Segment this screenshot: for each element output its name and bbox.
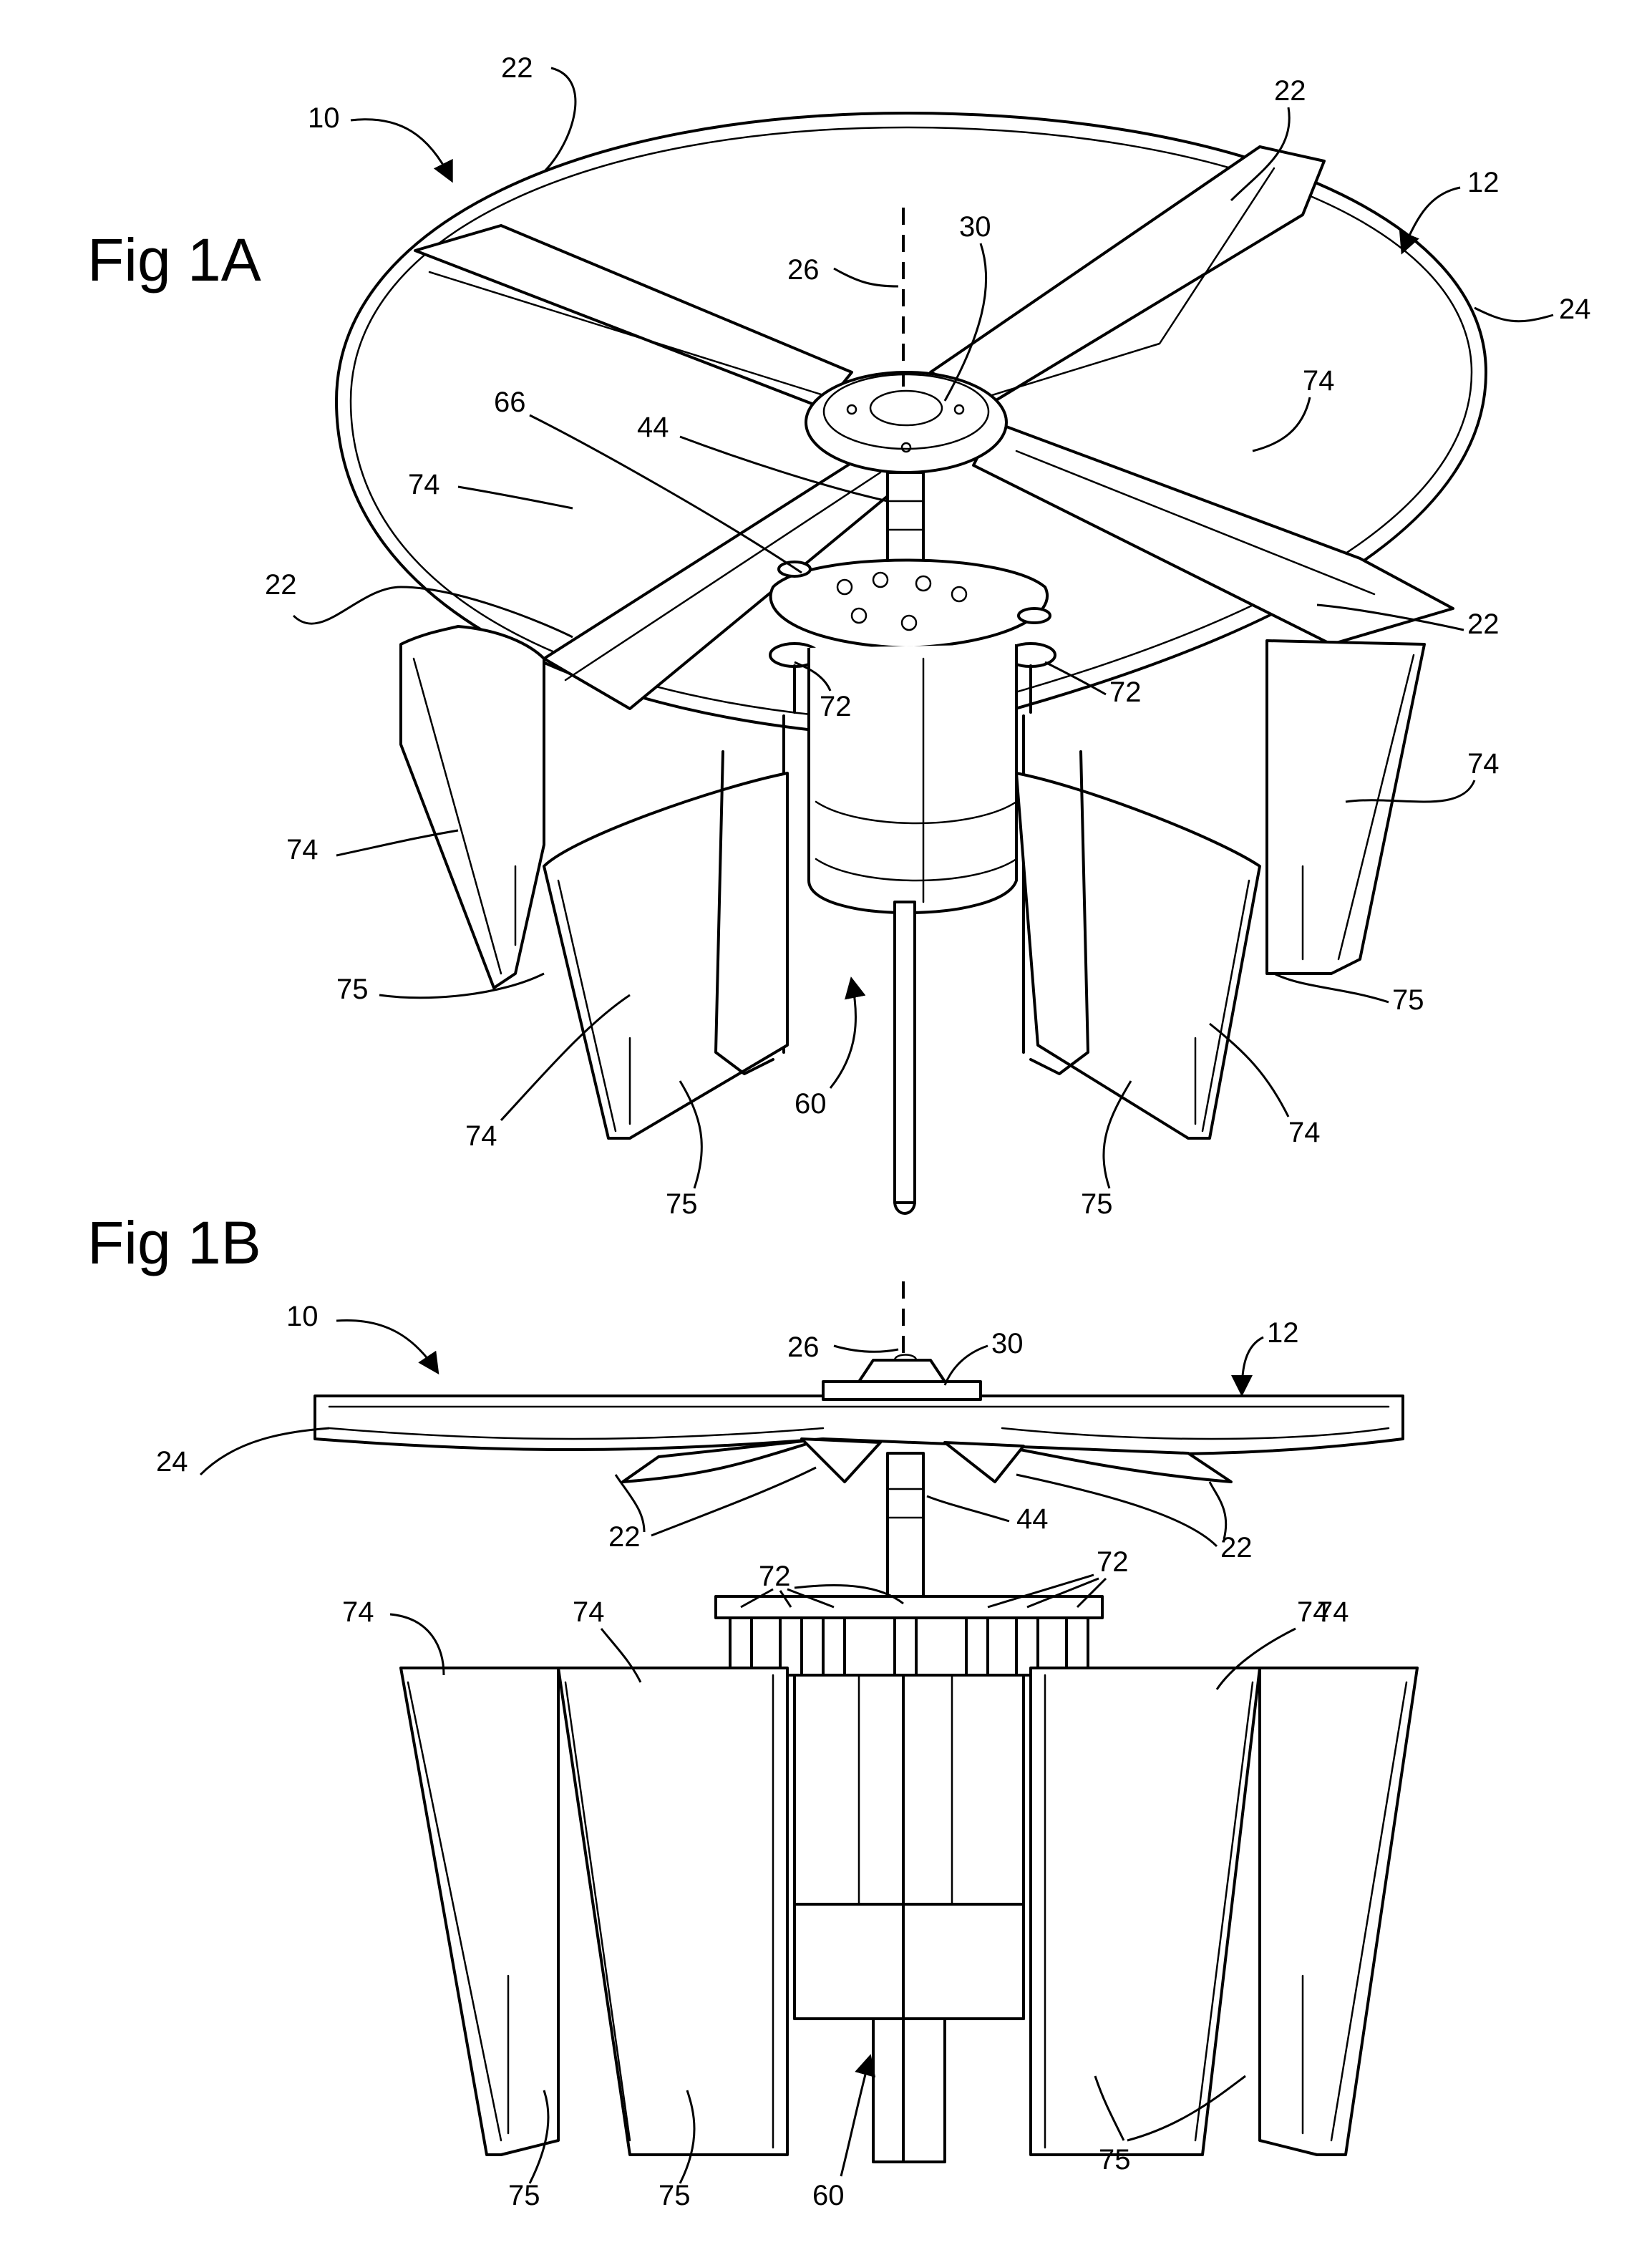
fig1a-label-10: 10 (308, 102, 340, 134)
fig1a-label-74-left2: 74 (286, 834, 319, 865)
fig1b-label-75-2: 75 (659, 2180, 691, 2211)
figure-1a-title: Fig 1A (87, 226, 261, 294)
fig1b-fin-4 (1260, 1668, 1417, 2155)
fig1a-label-74-left: 74 (408, 469, 440, 500)
fig1a-fin-bottom-right (1016, 773, 1260, 1138)
fig1a-label-74-right: 74 (1467, 748, 1500, 780)
fig1a-label-74-top-right: 74 (1303, 365, 1335, 397)
fig1a-label-75-right: 75 (1392, 984, 1424, 1016)
fig1a-label-72-left: 72 (820, 691, 852, 722)
figure-1a: Fig 1A (87, 52, 1591, 1220)
fig1a-label-74-bottom-right: 74 (1288, 1117, 1321, 1148)
fig1b-fin-3 (1031, 1668, 1260, 2155)
fig1b-label-10: 10 (286, 1301, 319, 1332)
fig1b-label-60: 60 (812, 2180, 845, 2211)
fig1a-label-22-right: 22 (1467, 608, 1500, 640)
fig1b-label-74-4: 74 (1317, 1596, 1349, 1628)
fig1a-label-66: 66 (494, 387, 526, 418)
figure-1b: Fig 1B (87, 1209, 1417, 2211)
fig1a-label-75-left: 75 (336, 974, 369, 1005)
fig1a-label-75-bottom-left: 75 (666, 1188, 698, 1220)
fig1a-fin-right (1267, 641, 1424, 974)
fig1a-label-60: 60 (795, 1088, 827, 1120)
fig1b-hub (823, 1355, 981, 1400)
fig1b-shaft (888, 1453, 923, 1596)
fig1a-hub (806, 372, 1006, 472)
fig1b-fin-2 (558, 1668, 787, 2155)
fig1b-label-22-left: 22 (608, 1521, 641, 1553)
fig1a-label-22-left: 22 (265, 569, 297, 601)
fig1b-label-74-1: 74 (342, 1596, 374, 1628)
fig1b-label-24: 24 (156, 1446, 188, 1478)
fig1a-fin-left (401, 626, 544, 988)
fig1b-label-75-3: 75 (1099, 2144, 1131, 2176)
fig1a-motor (809, 644, 1016, 913)
fig1a-label-74-bottom-left: 74 (465, 1120, 497, 1152)
fig1a-label-22-top-right: 22 (1274, 75, 1306, 107)
fig1a-label-30: 30 (959, 211, 991, 243)
fig1a-label-44: 44 (637, 412, 669, 443)
fig1b-label-72-left: 72 (759, 1561, 791, 1592)
fig1b-label-30: 30 (991, 1328, 1024, 1359)
fig1a-label-22-top-left: 22 (501, 52, 533, 84)
fig1b-rotor (315, 1396, 1403, 1482)
fig1b-motor (795, 1675, 1024, 2162)
fig1a-label-75-bottom-right: 75 (1081, 1188, 1113, 1220)
fig1b-pins (716, 1596, 1102, 1675)
fig1a-label-12: 12 (1467, 167, 1500, 198)
figure-1b-title: Fig 1B (87, 1209, 261, 1276)
fig1a-label-26: 26 (787, 254, 820, 286)
fig1b-label-26: 26 (787, 1332, 820, 1363)
fig1b-label-74-2: 74 (573, 1596, 605, 1628)
fig1a-base-stem (895, 902, 915, 1213)
fig1b-label-44: 44 (1016, 1503, 1049, 1535)
fig1a-fin-bottom-left (544, 773, 787, 1138)
fig1a-label-24: 24 (1559, 294, 1591, 325)
fig1b-fin-1 (401, 1668, 558, 2155)
fig1b-label-72-right: 72 (1097, 1546, 1129, 1578)
fig1a-label-72-right: 72 (1109, 676, 1142, 708)
fig1b-label-12: 12 (1267, 1317, 1299, 1349)
fig1b-label-75-1: 75 (508, 2180, 540, 2211)
